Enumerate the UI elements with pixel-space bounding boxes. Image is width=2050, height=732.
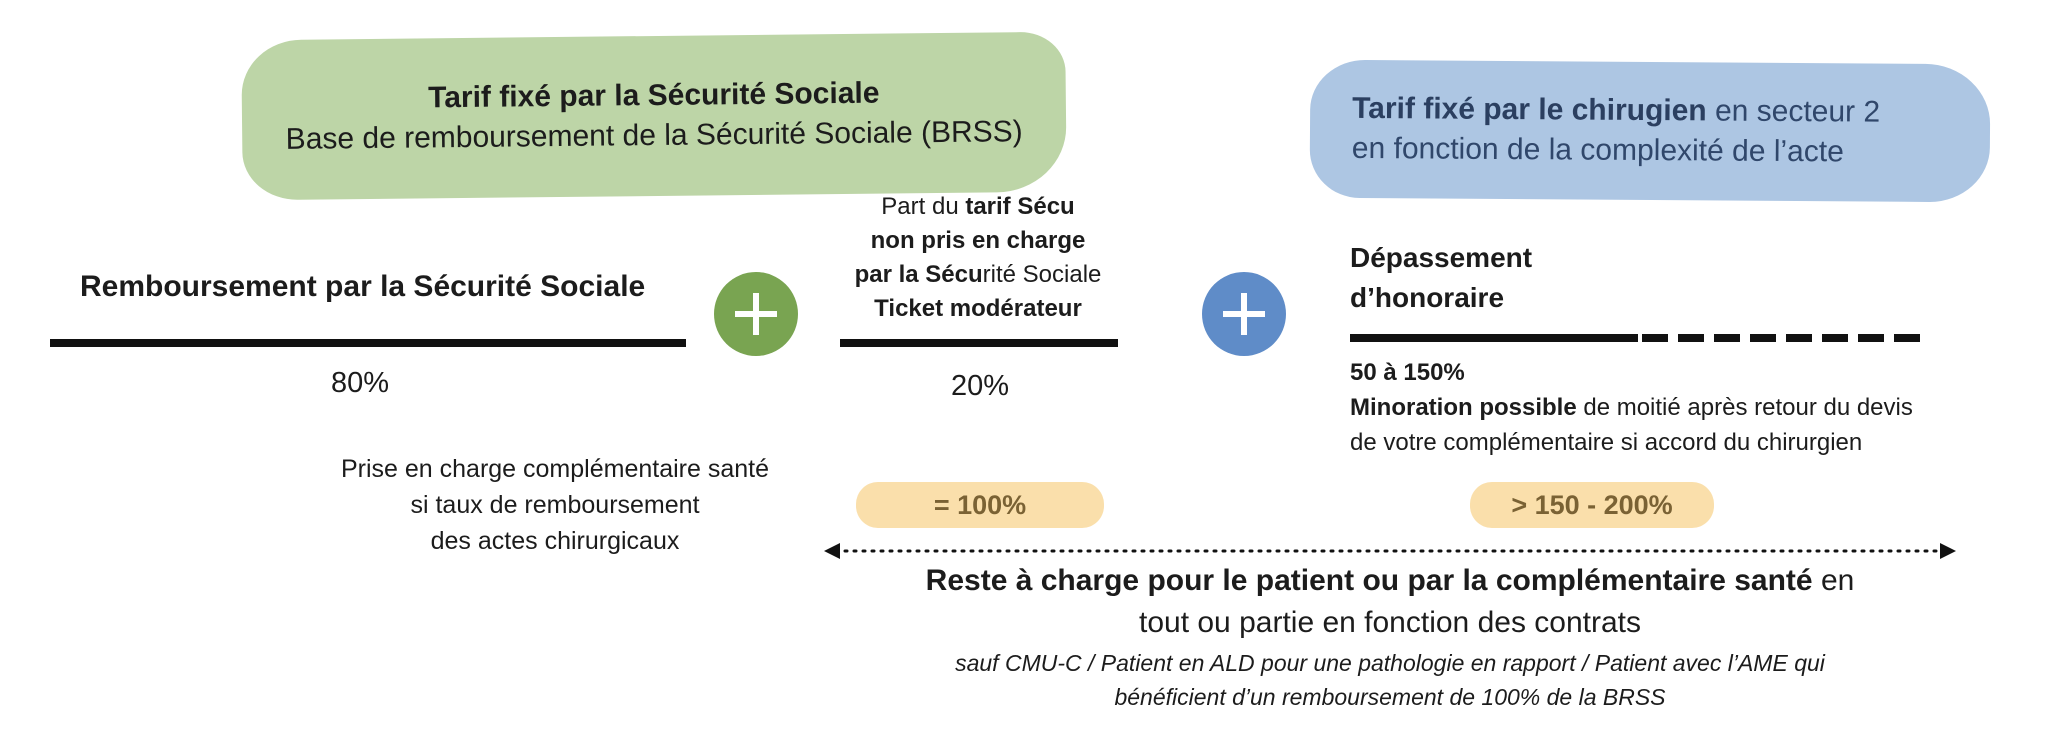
remaining-charge-bold: Reste à charge pour le patient ou par la… <box>925 564 1813 597</box>
surgeon-title: Tarif fixé par le chirugien en secteur 2 <box>1352 92 1880 130</box>
ticket-line2: non pris en charge <box>870 227 1086 254</box>
ticket-moderateur-percent: 20% <box>950 370 1010 402</box>
overrun-heading: Dépassement d’honoraire <box>1350 238 1532 318</box>
complementary-note-line: si taux de remboursement <box>410 491 700 519</box>
total-100-pill: = 100% <box>856 482 1104 528</box>
remaining-charge-arrow <box>824 543 1956 559</box>
ticket-line1-a: Part du <box>881 193 966 220</box>
ticket-moderateur-label: Part du tarif Sécu non pris en charge pa… <box>830 190 1126 326</box>
overrun-heading-line1: Dépassement <box>1350 242 1533 273</box>
overrun-dashed-bar <box>1642 334 1930 342</box>
complementary-note-line: Prise en charge complémentaire santé <box>340 455 769 483</box>
ss-reimbursement-heading: Remboursement par la Sécurité Sociale <box>80 270 646 303</box>
ss-reimbursement-percent: 80% <box>330 367 390 399</box>
ticket-line3-b: rité Sociale <box>982 261 1102 288</box>
complementary-note-line: des actes chirurgicaux <box>430 527 680 555</box>
minoration-bold: Minoration possible <box>1350 394 1577 421</box>
overrun-range: 50 à 150% <box>1350 359 1465 386</box>
ticket-line3-a: par la Sécu <box>854 261 983 288</box>
plus-icon-glyph <box>735 293 777 335</box>
ticket-moderateur-bar <box>840 339 1118 347</box>
brss-subtitle: Base de remboursement de la Sécurité Soc… <box>285 115 1023 156</box>
minoration-line2: de votre complémentaire si accord du chi… <box>1350 429 1863 456</box>
surgeon-tariff-box: Tarif fixé par le chirugien en secteur 2… <box>1309 59 1991 203</box>
ticket-line1-b: tarif Sécu <box>965 193 1075 220</box>
remaining-charge-line2: tout ou partie en fonction des contrats <box>1139 606 1641 639</box>
surgeon-title-bold: Tarif fixé par le chirugien <box>1352 91 1707 128</box>
plus-icon <box>714 272 798 356</box>
remaining-charge-text: Reste à charge pour le patient ou par la… <box>820 560 1960 714</box>
brss-title: Tarif fixé par la Sécurité Sociale <box>427 76 880 115</box>
complementary-note: Prise en charge complémentaire santé si … <box>300 451 810 559</box>
overrun-heading-line2: d’honoraire <box>1350 282 1505 313</box>
ss-reimbursement-bar <box>50 339 686 347</box>
surgeon-title-rest: en secteur 2 <box>1706 94 1881 129</box>
exceptions-line2: bénéficient d’un remboursement de 100% d… <box>1114 684 1666 710</box>
ticket-line4: Ticket modérateur <box>874 295 1082 322</box>
surgeon-subtitle: en fonction de la complexité de l’acte <box>1351 131 1844 169</box>
exceptions-line1: sauf CMU-C / Patient en ALD pour une pat… <box>955 650 1825 676</box>
plus-icon <box>1202 272 1286 356</box>
overrun-solid-bar <box>1350 334 1638 342</box>
minoration-rest: de moitié après retour du devis <box>1576 394 1913 421</box>
remaining-charge-rest: en <box>1812 564 1855 597</box>
overrun-details: 50 à 150% Minoration possible de moitié … <box>1350 355 1913 460</box>
total-150-200-pill: > 150 - 200% <box>1470 482 1714 528</box>
brss-tariff-box: Tarif fixé par la Sécurité Sociale Base … <box>241 31 1067 201</box>
plus-icon-glyph <box>1223 293 1265 335</box>
